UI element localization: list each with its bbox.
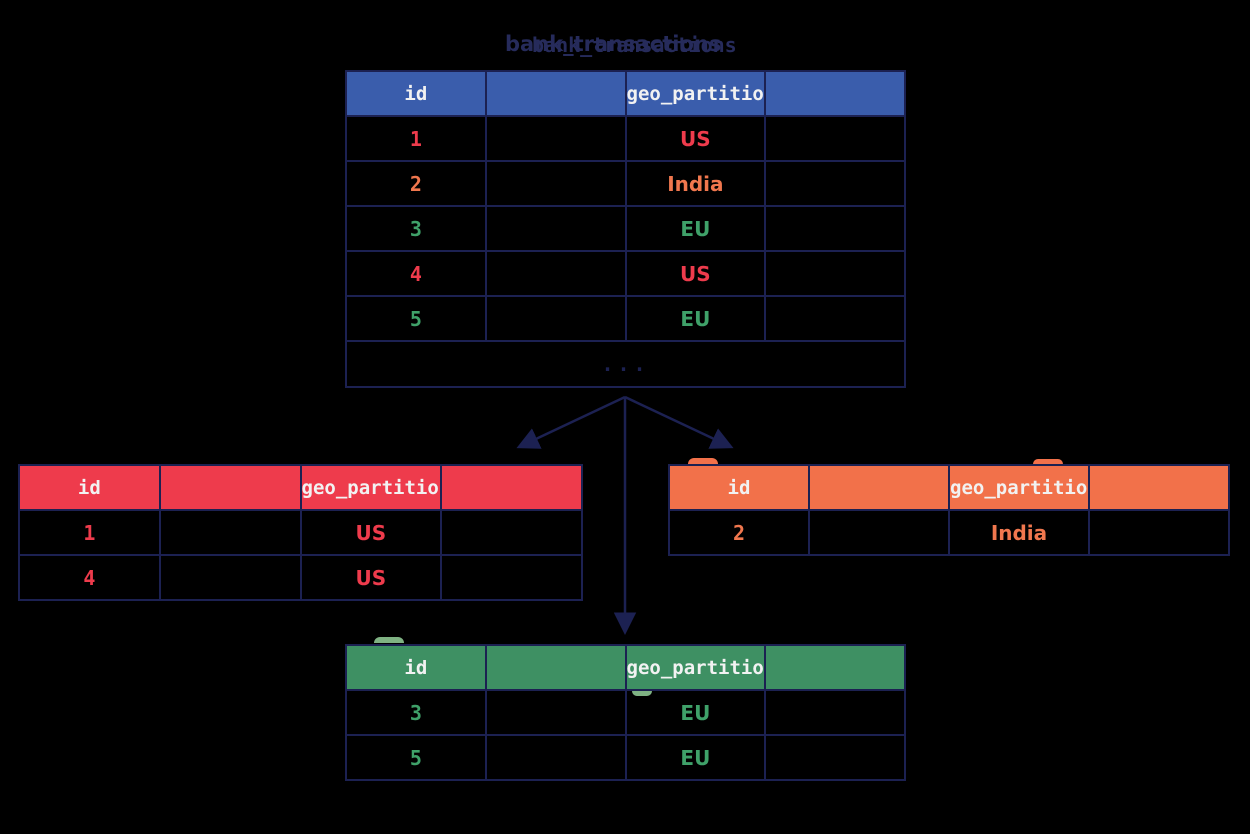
main-header-blank-1 — [484, 70, 627, 117]
us-header-geo-partition: geo_partition — [299, 464, 443, 511]
main-row5-blank-2 — [764, 295, 906, 342]
main-row1-blank-2 — [764, 115, 906, 162]
arrow-to-india-partition — [624, 395, 734, 449]
main-header-geo-partition: geo_partition — [624, 70, 767, 117]
us-row2-blank-1 — [158, 554, 302, 601]
india-header-blank-2 — [1088, 464, 1230, 511]
main-row4-geo: US — [624, 250, 767, 297]
eu-header-blank-1 — [484, 644, 627, 691]
eu-header-geo-partition: geo_partition — [624, 644, 767, 691]
eu-row1-blank-2 — [764, 689, 906, 736]
us-partition-table: id geo_partition 1 US 4 US — [18, 464, 583, 601]
table-row-ellipsis: ... — [345, 340, 906, 388]
main-row5-id: 5 — [345, 295, 487, 342]
diagram-title-overlap: bank_transactions — [532, 33, 737, 57]
clipped-icon-arc-orange-right — [1033, 459, 1063, 464]
india-row1-id: 2 — [668, 509, 810, 556]
main-row2-blank-1 — [484, 160, 627, 207]
eu-table-header-row: id geo_partition — [345, 644, 906, 691]
us-row2-blank-2 — [440, 554, 583, 601]
eu-partition-table: id geo_partition 3 EU 5 EU — [345, 644, 906, 781]
us-table-header-row: id geo_partition — [18, 464, 583, 511]
clipped-icon-arc-green-top — [374, 637, 404, 643]
main-row3-geo: EU — [624, 205, 767, 252]
main-row4-id: 4 — [345, 250, 487, 297]
eu-row1-geo: EU — [624, 689, 767, 736]
us-header-blank-2 — [440, 464, 583, 511]
india-partition-table: id geo_partition 2 India — [668, 464, 1230, 556]
eu-row1-id: 3 — [345, 689, 487, 736]
table-row: 5 EU — [345, 734, 906, 781]
india-row1-blank-2 — [1088, 509, 1230, 556]
table-row: 3 EU — [345, 689, 906, 736]
us-row2-id: 4 — [18, 554, 161, 601]
india-row1-blank-1 — [808, 509, 950, 556]
us-row1-id: 1 — [18, 509, 161, 556]
eu-row2-blank-1 — [484, 734, 627, 781]
main-header-id: id — [345, 70, 487, 117]
us-row2-geo: US — [299, 554, 443, 601]
us-row1-blank-2 — [440, 509, 583, 556]
us-row1-blank-1 — [158, 509, 302, 556]
main-row5-blank-1 — [484, 295, 627, 342]
main-table: id geo_partition 1 US 2 India 3 EU 4 US — [345, 70, 906, 388]
main-row2-id: 2 — [345, 160, 487, 207]
main-row2-blank-2 — [764, 160, 906, 207]
table-row: 4 US — [18, 554, 583, 601]
diagram-title: bank_transactions — [505, 32, 722, 56]
us-header-blank-1 — [158, 464, 302, 511]
us-row1-geo: US — [299, 509, 443, 556]
main-row5-geo: EU — [624, 295, 767, 342]
eu-header-id: id — [345, 644, 487, 691]
us-header-id: id — [18, 464, 161, 511]
eu-row1-blank-1 — [484, 689, 627, 736]
india-table-header-row: id geo_partition — [668, 464, 1230, 511]
main-row1-id: 1 — [345, 115, 487, 162]
table-row: 5 EU — [345, 295, 906, 342]
main-header-blank-2 — [764, 70, 906, 117]
main-table-header-row: id geo_partition — [345, 70, 906, 117]
main-row3-blank-1 — [484, 205, 627, 252]
arrow-to-us-partition — [516, 395, 626, 449]
table-row: 3 EU — [345, 205, 906, 252]
main-row4-blank-2 — [764, 250, 906, 297]
eu-row2-geo: EU — [624, 734, 767, 781]
main-row2-geo: India — [624, 160, 767, 207]
table-row: 1 US — [18, 509, 583, 556]
main-ellipsis: ... — [345, 340, 906, 388]
table-row: 4 US — [345, 250, 906, 297]
eu-header-blank-2 — [764, 644, 906, 691]
main-row4-blank-1 — [484, 250, 627, 297]
main-row1-geo: US — [624, 115, 767, 162]
main-row3-blank-2 — [764, 205, 906, 252]
india-header-blank-1 — [808, 464, 950, 511]
eu-row2-blank-2 — [764, 734, 906, 781]
main-row3-id: 3 — [345, 205, 487, 252]
clipped-icon-arc-orange-left — [688, 458, 718, 464]
clipped-icon-arc-green-under — [632, 691, 652, 696]
india-header-id: id — [668, 464, 810, 511]
table-row: 1 US — [345, 115, 906, 162]
main-row1-blank-1 — [484, 115, 627, 162]
india-header-geo-partition: geo_partition — [948, 464, 1090, 511]
table-row: 2 India — [668, 509, 1230, 556]
india-row1-geo: India — [948, 509, 1090, 556]
table-row: 2 India — [345, 160, 906, 207]
eu-row2-id: 5 — [345, 734, 487, 781]
